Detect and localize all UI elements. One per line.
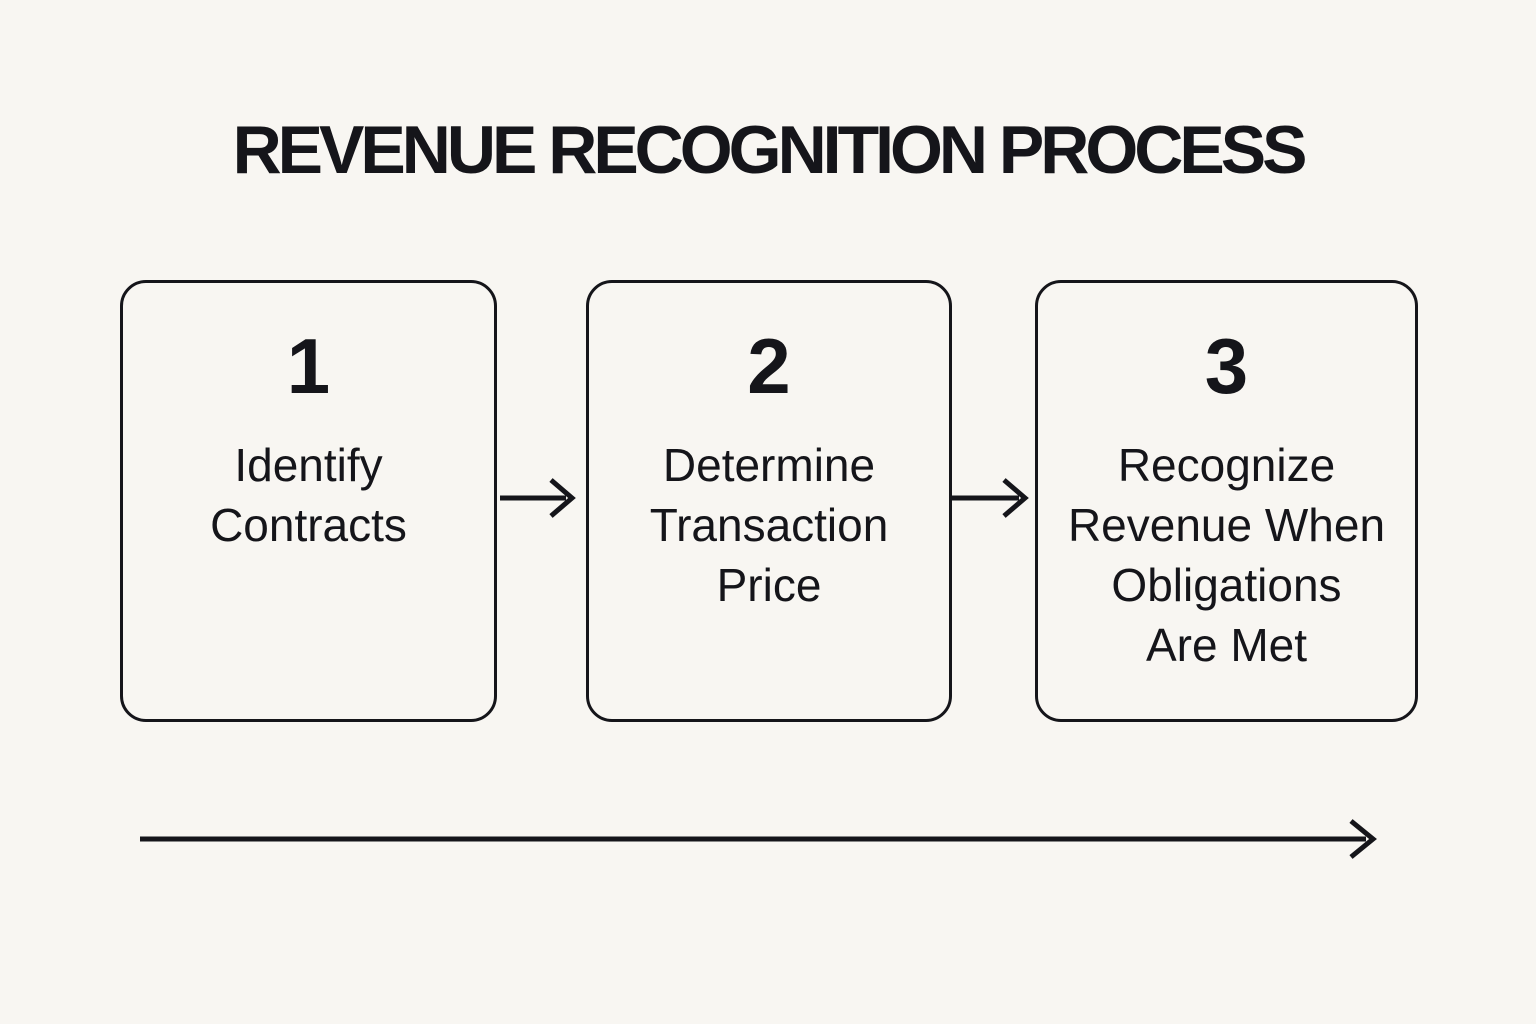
arrow-step1-to-step2-icon [500,478,576,518]
step-card-3: 3 Recognize Revenue When Obligations Are… [1035,280,1418,722]
step-label-1: Identify Contracts [210,439,407,551]
step-number-1: 1 [286,322,331,410]
arrow-step2-to-step3-icon [952,478,1029,518]
step-card-1: 1 Identify Contracts [120,280,497,722]
step-number-3: 3 [1204,322,1249,410]
timeline-arrow-icon [140,819,1377,859]
step-number-2: 2 [747,322,791,410]
step-label-3: Recognize Revenue When Obligations Are M… [1067,439,1386,671]
page-title: REVENUE RECOGNITION PROCESS [232,112,1308,188]
step-card-2: 2 Determine Transaction Price [586,280,952,722]
step-label-2: Determine Transaction Price [649,439,889,611]
